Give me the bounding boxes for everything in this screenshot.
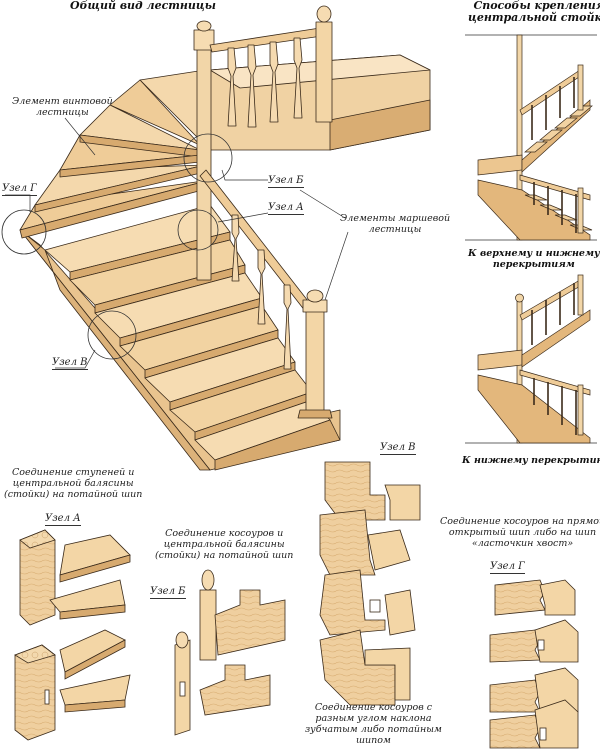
node-g-circle: [1, 209, 47, 255]
detail-a-node: Узел А: [45, 513, 81, 526]
detail-a-text: Соединение ступеней и центральной баляси…: [4, 467, 143, 500]
detail-g-node: Узел Г: [490, 561, 525, 574]
fastening-title: Способы крепления центральной стойки: [468, 0, 600, 24]
node-v-circle: [87, 310, 137, 360]
flight-treads: [44, 204, 341, 471]
fastening-bottom-diagram: [465, 274, 597, 444]
newel-post: [305, 304, 325, 416]
main-title: Общий вид лестницы: [70, 0, 216, 12]
fastening-caption-bottom: К нижнему перекрытию: [462, 455, 600, 466]
node-v-label: Узел В: [52, 357, 88, 370]
winder-treads: [19, 69, 211, 239]
node-a-label: Узел А: [268, 202, 304, 215]
detail-b-node: Узел Б: [150, 586, 186, 599]
fastening-top-diagram: [465, 34, 597, 241]
detail-v-node: Узел В: [380, 442, 416, 455]
detail-v-text: Соединение косоуров с разным углом накло…: [305, 702, 442, 746]
central-post: [196, 29, 212, 281]
detail-g-joint: [489, 579, 579, 749]
label-flight-elements: Элементы маршевой лестницы: [340, 213, 451, 235]
label-spiral-element: Элемент винтовой лестницы: [12, 96, 113, 118]
node-b-circle: [183, 133, 233, 183]
node-g-label: Узел Г: [2, 183, 37, 196]
detail-v-joint: [319, 461, 421, 706]
detail-b-joint: [174, 569, 286, 736]
detail-b-text: Соединение косоуров и центральной баляси…: [155, 528, 294, 561]
node-a-circle: [177, 209, 219, 251]
detail-a-joint: [14, 529, 131, 741]
detail-g-text: Соединение косоуров на прямой открытый ш…: [440, 516, 600, 549]
node-b-label: Узел Б: [268, 175, 304, 188]
fastening-caption-top: К верхнему и нижнему перекрытиям: [468, 248, 600, 270]
main-staircase: [1, 5, 431, 471]
